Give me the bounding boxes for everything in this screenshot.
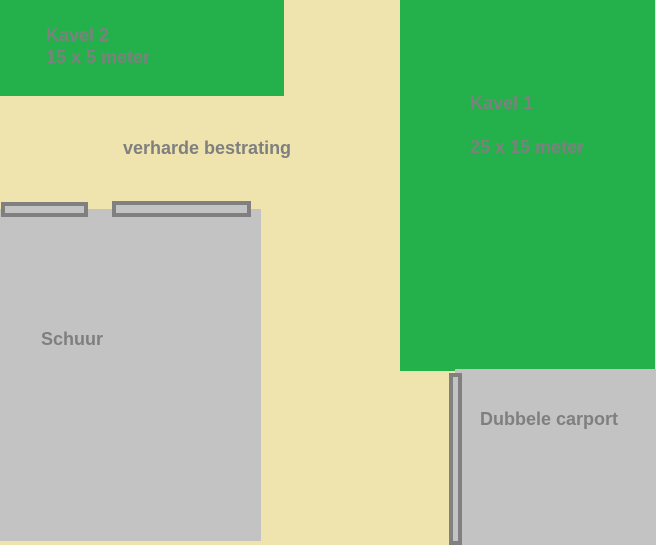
kavel-2-name: Kavel 2 [46,25,110,45]
shed-label: Schuur [41,329,104,349]
kavel-1-area [400,0,655,371]
kavel-2-size: 15 x 5 meter [46,47,151,67]
shed-door-left [1,202,88,217]
kavel-1-size: 25 x 15 meter [470,137,585,157]
carport-building [455,369,656,545]
pavement-label: verharde bestrating [123,138,292,158]
carport-label: Dubbele carport [480,409,619,429]
shed-building [0,209,261,541]
shed-door-right [112,201,251,217]
kavel-2-area [0,0,284,96]
carport-door [449,373,462,545]
kavel-1-name: Kavel 1 [470,93,534,113]
